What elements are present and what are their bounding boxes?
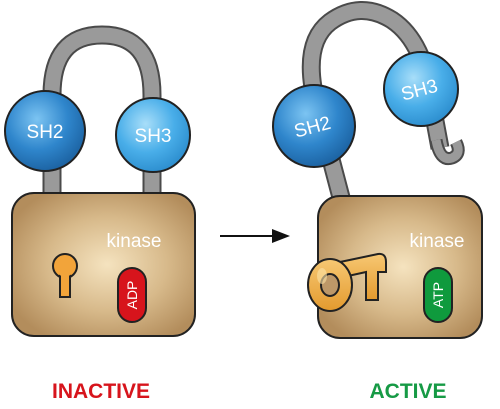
active-kinase-label: kinase [410, 231, 465, 252]
inactive-kinase-label: kinase [107, 231, 162, 252]
key-icon [307, 252, 387, 312]
inactive-sh3-label: SH3 [135, 126, 172, 147]
inactive-sh3-domain [115, 97, 191, 173]
inactive-lock: SH2 SH3 kinase ADP INACTIVE [4, 25, 196, 403]
keyhole-icon [52, 253, 78, 298]
atp-pill [423, 267, 453, 323]
active-state-label: ACTIVE [369, 380, 446, 403]
active-sh3-domain [383, 51, 459, 127]
inactive-kinase-body [11, 192, 196, 337]
right-arrow-icon [220, 229, 290, 243]
active-sh2-domain [272, 84, 356, 168]
atp-label: ATP [430, 282, 446, 308]
adp-label: ADP [124, 281, 140, 310]
active-lock: SH2 SH3 kinase ATP ACTIVE [272, 1, 483, 403]
inactive-state-label: INACTIVE [52, 380, 150, 403]
inactive-sh2-label: SH2 [27, 122, 64, 143]
inactive-sh2-domain [4, 90, 86, 172]
adp-pill [117, 267, 147, 323]
